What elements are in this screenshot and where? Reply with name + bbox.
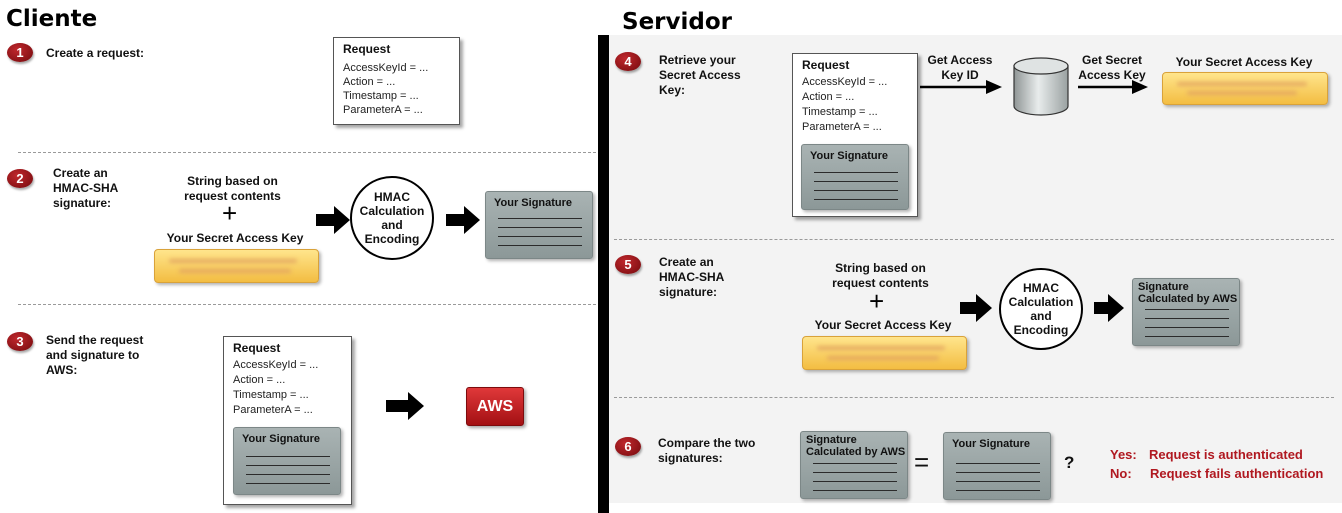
request-title: Request [802,58,850,72]
server-plus-sign: + [869,286,885,316]
request-title: Request [343,42,391,56]
request-line: AccessKeyId = ... [233,359,319,371]
database-icon [1013,57,1069,116]
equals-sign: = [914,447,930,477]
request-line: AccessKeyId = ... [343,62,429,74]
question-mark: ? [1064,453,1075,472]
get-access-key-id-label: Get Access Key ID [927,53,993,82]
client-signature-box-2: Your Signature [485,191,593,259]
server-calculated-signature-box: Signature Calculated by AWS [1132,278,1240,346]
client-secret-key-label: Your Secret Access Key [166,231,304,245]
aws-badge: AWS [466,387,524,426]
signature-label: Your Signature [242,433,321,445]
server-secret-key-label: Your Secret Access Key [814,318,952,332]
step-badge-4: 4 [615,52,641,71]
signature-label: Your Signature [952,438,1031,450]
get-secret-access-key-label: Get Secret Access Key [1078,53,1146,82]
client-string-based-label: String based on request contents [184,174,281,203]
server-divider-2 [614,397,1334,398]
server-secret-key-label-top: Your Secret Access Key [1175,55,1313,69]
step-2-text: Create an HMAC-SHA signature: [53,166,119,210]
arrow-to-database [920,80,1002,94]
client-divider-2 [18,304,596,305]
client-secret-key-bar [154,249,319,283]
signature-label: Your Signature [810,150,889,162]
server-hmac-circle: HMAC Calculation and Encoding [999,268,1083,350]
server-divider-1 [614,239,1334,240]
step-badge-2: 2 [7,169,33,188]
client-arrow-to-signature [446,206,480,234]
step-5-text: Create an HMAC-SHA signature: [659,255,725,299]
arrow-to-secret-key [1078,80,1148,94]
request-line: AccessKeyId = ... [802,76,888,88]
yes-label: Yes: [1110,447,1137,462]
step-badge-3: 3 [7,332,33,351]
server-string-based-label: String based on request contents [832,261,929,290]
no-label: No: [1110,466,1132,481]
step-6-text: Compare the two signatures: [658,436,756,465]
client-signature-in-request: Your Signature [233,427,341,495]
request-line: Action = ... [802,91,855,103]
server-vertical-bar [598,35,609,513]
request-line: Action = ... [343,76,396,88]
signature-calculated-label: Signature Calculated by AWS [1138,281,1238,305]
request-line: Timestamp = ... [802,106,878,118]
signature-label: Your Signature [494,197,573,209]
client-title: Cliente [6,6,98,32]
step-badge-6: 6 [615,437,641,456]
step-4-text: Retrieve your Secret Access Key: [659,53,741,97]
server-signature-in-request: Your Signature [801,144,909,210]
client-plus-sign: + [222,198,238,228]
step-1-text: Create a request: [46,46,145,60]
request-line: ParameterA = ... [233,404,313,416]
server-request-box: Request AccessKeyId = ... Action = ... T… [792,53,918,217]
client-request-box-3: Request AccessKeyId = ... Action = ... T… [223,336,352,505]
step-3-text: Send the request and signature to AWS: [46,333,144,377]
server-arrow-to-hmac [960,294,992,322]
server-title: Servidor [622,9,732,35]
request-line: ParameterA = ... [802,121,882,133]
server-secret-key-bar-top [1162,72,1328,105]
client-hmac-circle: HMAC Calculation and Encoding [350,176,434,260]
yes-result-text: Request is authenticated [1149,447,1303,462]
no-result-text: Request fails authentication [1150,466,1324,481]
compare-calculated-signature-box: Signature Calculated by AWS [800,431,908,499]
server-secret-key-bar [802,336,967,370]
compare-your-signature-box: Your Signature [943,432,1051,500]
server-arrow-to-signature [1094,294,1124,322]
client-request-box-1: Request AccessKeyId = ... Action = ... T… [333,37,460,125]
client-divider-1 [18,152,596,153]
client-arrow-to-aws [386,392,424,420]
request-line: ParameterA = ... [343,104,423,116]
signature-calculated-label: Signature Calculated by AWS [806,434,906,458]
request-line: Timestamp = ... [233,389,309,401]
server-panel [609,35,1342,503]
request-line: Action = ... [233,374,286,386]
step-badge-5: 5 [615,255,641,274]
request-title: Request [233,341,281,355]
request-line: Timestamp = ... [343,90,419,102]
client-arrow-to-hmac [316,206,350,234]
step-badge-1: 1 [7,43,33,62]
